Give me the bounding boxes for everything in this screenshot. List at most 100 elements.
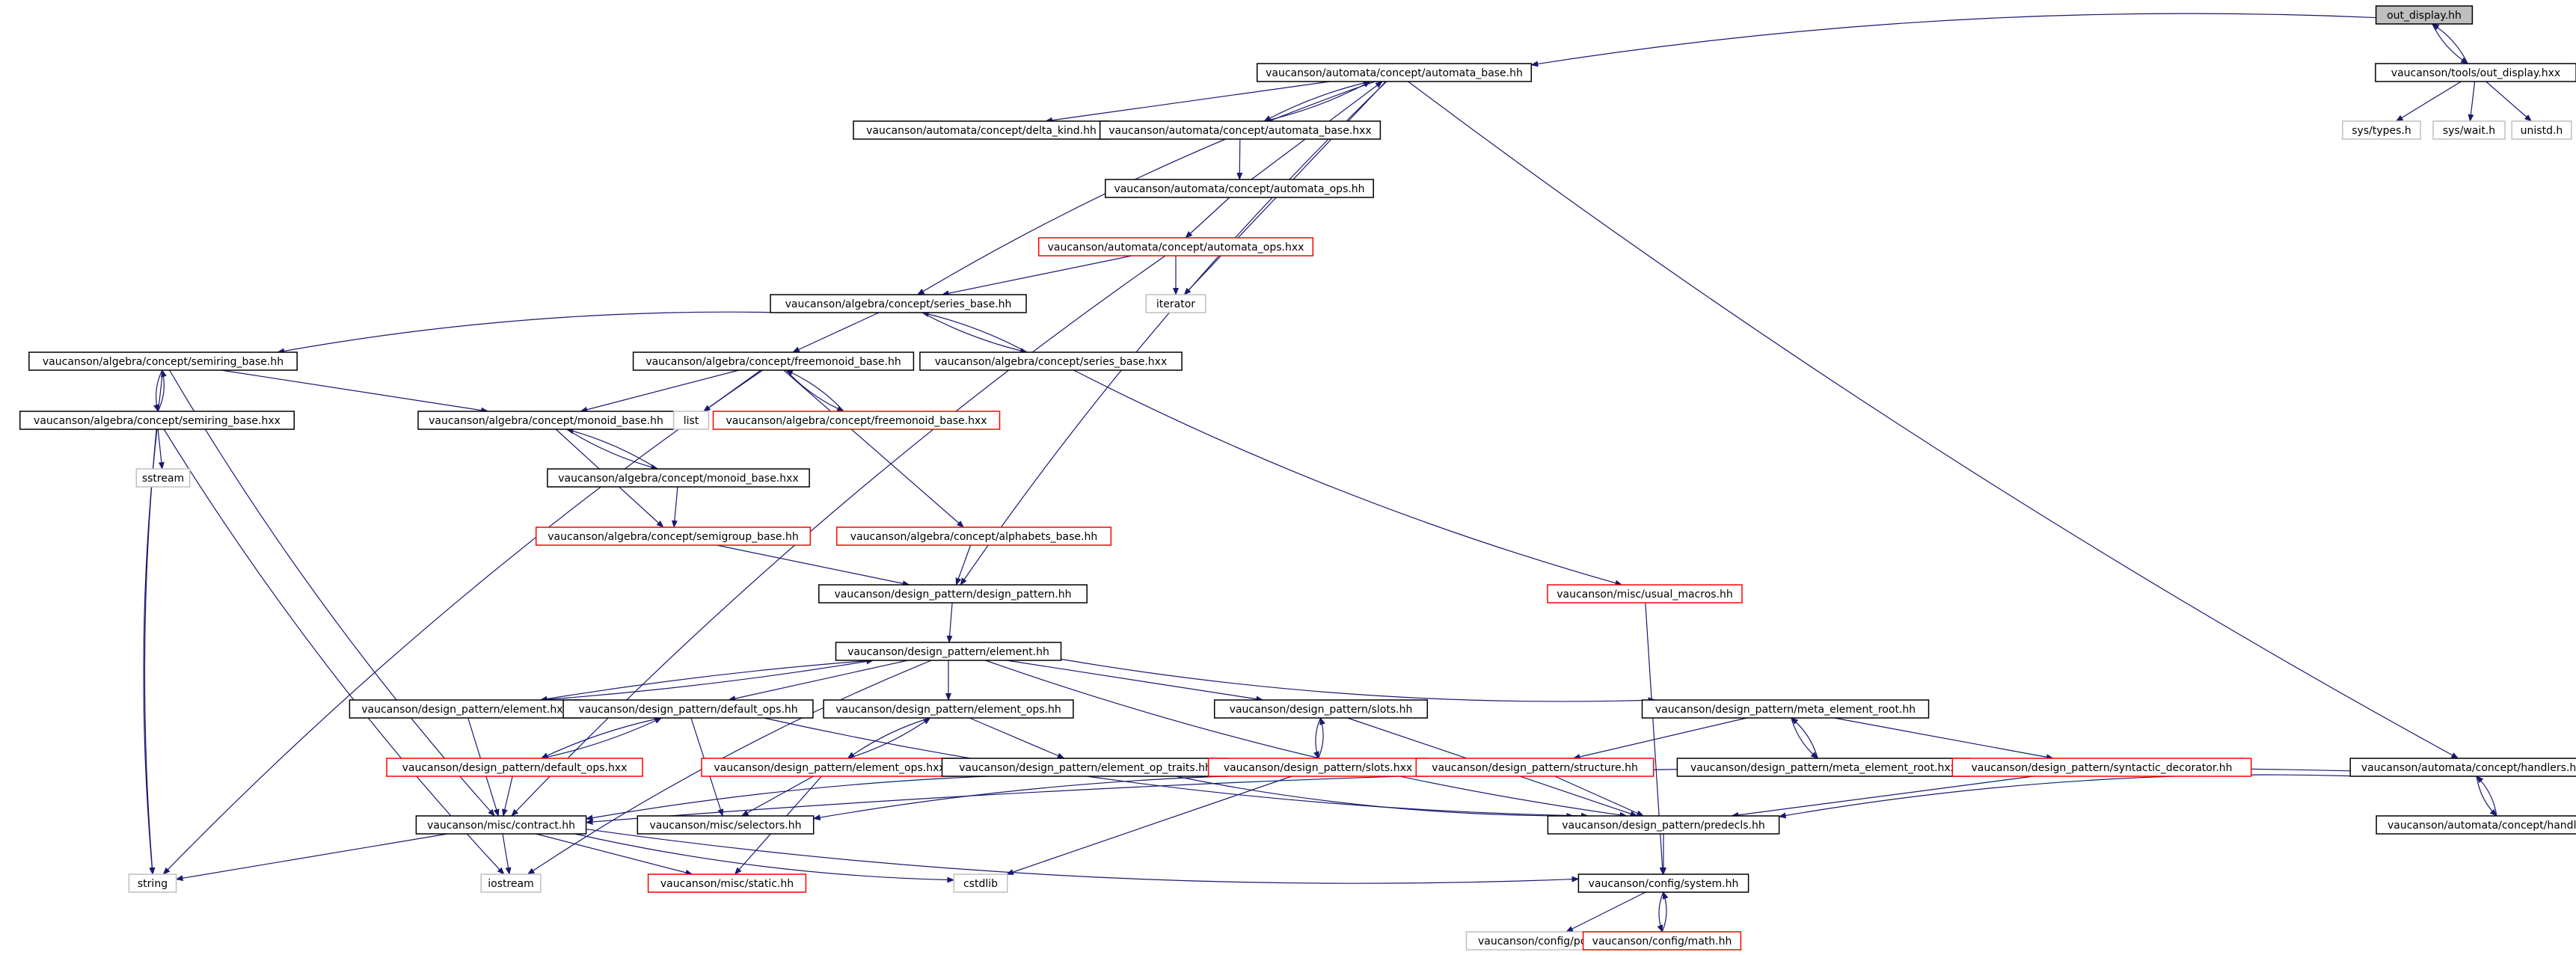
- edge-n14-to-n24: [1073, 369, 1623, 586]
- node-label: vaucanson/config/system.hh: [1589, 878, 1739, 890]
- node-sstream: sstream: [135, 468, 191, 488]
- edge-n47-to-n49: [1657, 891, 1664, 933]
- edge-n9-to-n39: [511, 255, 1166, 817]
- node-vaucanson-algebra-concept-series-base-hxx: vaucanson/algebra/concept/series_base.hx…: [919, 351, 1183, 371]
- node-vaucanson-design-pattern-predecls-hh: vaucanson/design_pattern/predecls.hh: [1547, 815, 1780, 835]
- edge-n13-to-n18: [785, 369, 845, 412]
- node-vaucanson-automata-concept-handlers-hxx: vaucanson/automata/concept/handlers.hxx: [2376, 815, 2576, 835]
- node-box: [919, 351, 1183, 371]
- node-box: [1641, 699, 1930, 719]
- node-vaucanson-design-pattern-default-ops-hxx: vaucanson/design_pattern/default_ops.hxx: [386, 758, 643, 777]
- edge-n13-to-n16: [580, 369, 739, 413]
- node-box: [1951, 758, 2252, 777]
- node-box: [480, 873, 542, 893]
- edge-n2-to-n7: [2485, 81, 2533, 122]
- edge-n22-to-n23: [955, 544, 972, 586]
- node-box: [28, 351, 298, 371]
- node-box: [417, 411, 675, 430]
- edge-n14-to-n11: [921, 311, 1028, 353]
- node-vaucanson-design-pattern-meta-element-root-hxx: vaucanson/design_pattern/meta_element_ro…: [1676, 758, 1971, 777]
- node-vaucanson-automata-concept-automata-ops-hh: vaucanson/automata/concept/automata_ops.…: [1105, 179, 1374, 198]
- node-vaucanson-algebra-concept-freemonoid-base-hh: vaucanson/algebra/concept/freemonoid_bas…: [632, 351, 915, 371]
- node-vaucanson-algebra-concept-semiring-base-hh: vaucanson/algebra/concept/semiring_base.…: [28, 351, 298, 371]
- node-box: [1256, 63, 1533, 82]
- edge-n13-to-n43: [162, 369, 764, 875]
- node-label: vaucanson/automata/concept/handlers.hxx: [2388, 820, 2576, 832]
- node-vaucanson-design-pattern-element-hxx: vaucanson/design_pattern/element.hxx: [349, 699, 582, 719]
- node-label: vaucanson/algebra/concept/semiring_base.…: [43, 356, 283, 368]
- node-box: [535, 526, 812, 546]
- node-label: vaucanson/algebra/concept/monoid_base.hh: [429, 415, 663, 427]
- edge-n25-to-n41: [985, 660, 1628, 818]
- node-sys-types-h: sys/types.h: [2342, 120, 2421, 140]
- node-box: [1676, 758, 1971, 777]
- node-layer: out_display.hh vaucanson/automata/concept…: [19, 5, 2576, 951]
- edge-n21-to-n23: [717, 544, 910, 587]
- node-label: vaucanson/misc/static.hh: [660, 878, 794, 890]
- node-box: [562, 699, 814, 719]
- node-vaucanson-algebra-concept-semiring-base-hxx: vaucanson/algebra/concept/semiring_base.…: [19, 411, 295, 430]
- edge-n12-to-n15: [153, 369, 163, 412]
- edge-n8-to-n9: [1185, 197, 1230, 239]
- node-vaucanson-design-pattern-slots-hxx: vaucanson/design_pattern/slots.hxx: [1207, 758, 1429, 777]
- edge-n49-to-n47: [1661, 891, 1669, 933]
- node-label: vaucanson/design_pattern/default_ops.hxx: [402, 762, 628, 774]
- edge-n25-to-n27: [728, 660, 908, 701]
- edge-n27-to-n32: [540, 717, 662, 759]
- node-label: vaucanson/algebra/concept/monoid_base.hx…: [558, 473, 798, 485]
- node-box: [1037, 237, 1314, 257]
- node-vaucanson-automata-concept-automata-base-hh: vaucanson/automata/concept/automata_base…: [1256, 63, 1533, 82]
- node-label: vaucanson/design_pattern/meta_element_ro…: [1690, 762, 1957, 774]
- node-box: [1145, 294, 1206, 313]
- node-cstdlib: cstdlib: [953, 873, 1008, 893]
- node-vaucanson-design-pattern-default-ops-hh: vaucanson/design_pattern/default_ops.hh: [562, 699, 814, 719]
- node-label: vaucanson/automata/concept/automata_ops.…: [1048, 242, 1304, 254]
- node-vaucanson-design-pattern-meta-element-root-hh: vaucanson/design_pattern/meta_element_ro…: [1641, 699, 1930, 719]
- node-box: [1547, 815, 1780, 835]
- edge-n25-to-n30: [1061, 658, 1656, 704]
- edge-n13-to-n22: [783, 369, 965, 528]
- node-label: vaucanson/design_pattern/element_ops.hh: [835, 704, 1061, 716]
- node-box: [1547, 584, 1743, 604]
- node-label: vaucanson/design_pattern/meta_element_ro…: [1655, 704, 1916, 716]
- edge-n38-to-n41: [1731, 776, 2034, 818]
- node-iostream: iostream: [480, 873, 542, 893]
- node-label: vaucanson/design_pattern/element.hh: [847, 646, 1049, 658]
- edge-n27-to-n41: [763, 717, 1589, 819]
- edge-n34-to-n41: [1175, 776, 1574, 820]
- edge-n20-to-n16: [565, 428, 658, 470]
- node-vaucanson-algebra-concept-monoid-base-hxx: vaucanson/algebra/concept/monoid_base.hx…: [547, 468, 810, 488]
- node-vaucanson-design-pattern-syntactic-decorator-hh: vaucanson/design_pattern/syntactic_decor…: [1951, 758, 2252, 777]
- edge-n28-to-n34: [969, 717, 1065, 759]
- node-list: list: [672, 411, 710, 430]
- node-box: [135, 468, 191, 488]
- node-vaucanson-automata-concept-automata-ops-hxx: vaucanson/automata/concept/automata_ops.…: [1037, 237, 1314, 257]
- edge-n12-to-n16: [221, 369, 489, 414]
- edge-n2-to-n6: [2468, 81, 2476, 122]
- node-label: vaucanson/design_pattern/element_ops.hxx: [714, 762, 945, 774]
- node-vaucanson-misc-usual-macros-hh: vaucanson/misc/usual_macros.hh: [1547, 584, 1743, 604]
- edge-n1-to-n23: [960, 81, 1387, 586]
- node-box: [128, 873, 177, 893]
- node-label: out_display.hh: [2387, 10, 2462, 22]
- node-box: [712, 411, 1001, 430]
- node-label: sys/wait.h: [2443, 125, 2495, 137]
- edge-n30-to-n36: [1572, 717, 1747, 760]
- node-box: [2376, 815, 2576, 835]
- node-box: [2375, 63, 2576, 82]
- node-vaucanson-algebra-concept-semigroup-base-hh: vaucanson/algebra/concept/semigroup_base…: [535, 526, 812, 546]
- edge-n39-to-n44: [502, 833, 512, 875]
- edge-n32-to-n27: [541, 717, 663, 759]
- node-box: [2349, 758, 2576, 777]
- node-label: vaucanson/design_pattern/predecls.hh: [1562, 820, 1764, 832]
- node-box: [1415, 758, 1655, 777]
- edge-n28-to-n33: [847, 717, 930, 759]
- edge-n11-to-n12: [277, 311, 784, 354]
- node-vaucanson-tools-out-display-hxx: vaucanson/tools/out_display.hxx: [2375, 63, 2576, 82]
- node-box: [835, 642, 1062, 661]
- node-box: [818, 584, 1088, 604]
- node-label: vaucanson/design_pattern/slots.hh: [1230, 704, 1413, 716]
- edge-n35-to-n29: [1318, 717, 1325, 759]
- node-box: [672, 411, 710, 430]
- node-label: vaucanson/automata/concept/handlers.hh: [2361, 762, 2576, 774]
